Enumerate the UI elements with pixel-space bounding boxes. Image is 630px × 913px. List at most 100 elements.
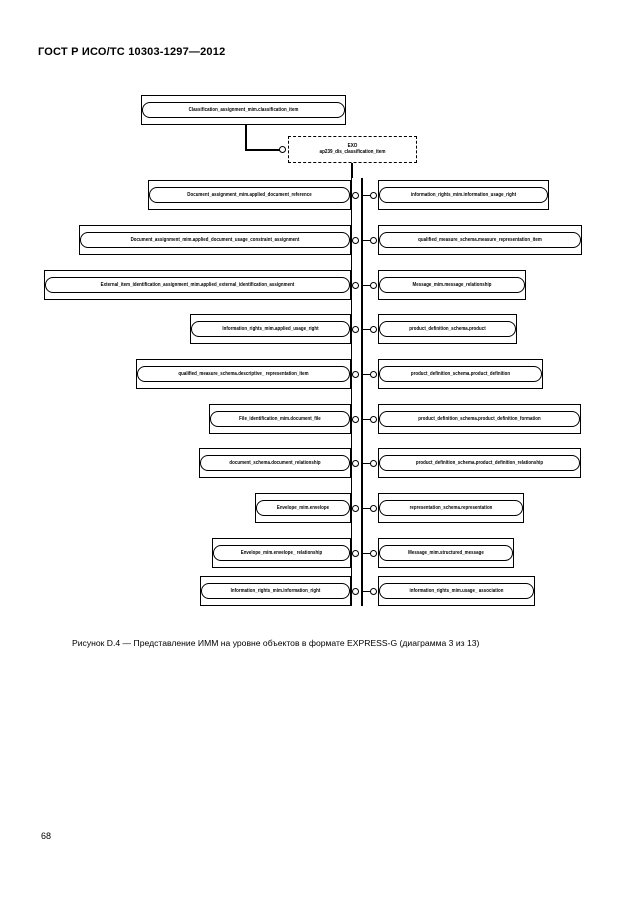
entity-label: External_item_identification_assignment_… (100, 281, 295, 288)
connector-stub-right-7 (361, 507, 371, 509)
connector-circle-left-2 (352, 281, 359, 289)
figure-caption: Рисунок D.4 — Представление ИММ на уровн… (72, 638, 480, 648)
entity-box-left-1[interactable]: Document_assignment_mim.applied_document… (79, 225, 351, 255)
entity-label: representation_schema.representation (409, 504, 493, 511)
entity-box-left-2[interactable]: External_item_identification_assignment_… (44, 270, 351, 300)
entity-pill: qualified_measure_schema.descriptive_ re… (137, 366, 350, 382)
entity-box-left-5[interactable]: File_identification_mim.document_file (209, 404, 351, 434)
connector-circle-left-7 (352, 504, 359, 512)
external-reference-box[interactable]: EXO ap239_dis_classification_item (288, 136, 417, 163)
entity-box-right-8[interactable]: Message_mim.structured_message (378, 538, 514, 568)
entity-pill: product_definition_schema.product_defini… (379, 411, 580, 427)
express-g-diagram: Classification_assignment_mim.classifica… (0, 86, 630, 621)
entity-label: Message_mim.message_relationship (412, 281, 492, 288)
entity-box-left-4[interactable]: qualified_measure_schema.descriptive_ re… (136, 359, 351, 389)
entity-pill: Classification_assignment_mim.classifica… (142, 102, 345, 118)
entity-box-right-9[interactable]: information_rights_mim.usage_ associatio… (378, 576, 535, 606)
connector-circle-left-0 (352, 191, 359, 199)
connector-circle-right-2 (370, 281, 377, 289)
entity-pill: document_schema.document_relationship (200, 455, 350, 471)
connector-circle-right-6 (370, 459, 377, 467)
entity-label: document_schema.document_relationship (229, 459, 321, 466)
entity-pill: Document_assignment_mim.applied_document… (80, 232, 350, 248)
exo-trunk-stub (351, 163, 353, 178)
entity-box-left-9[interactable]: Information_rights_mim.information_right (200, 576, 351, 606)
entity-box-top[interactable]: Classification_assignment_mim.classifica… (141, 95, 346, 125)
entity-box-left-6[interactable]: document_schema.document_relationship (199, 448, 351, 478)
entity-box-right-1[interactable]: qualified_measure_schema.measure_represe… (378, 225, 582, 255)
entity-pill: representation_schema.representation (379, 500, 523, 516)
entity-pill: Information_rights_mim.applied_usage_rig… (191, 321, 350, 337)
connector-circle-right-5 (370, 415, 377, 423)
entity-pill: Envelope_mim.envelope (256, 500, 350, 516)
connector-stub-right-2 (361, 284, 371, 286)
entity-pill: product_definition_schema.product_defini… (379, 366, 542, 382)
connector-circle-left-4 (352, 370, 359, 378)
entity-label: product_definition_schema.product (409, 325, 486, 332)
entity-box-right-6[interactable]: product_definition_schema.product_defini… (378, 448, 581, 478)
entity-label: Classification_assignment_mim.classifica… (188, 106, 299, 113)
entity-pill: information_rights_mim.usage_ associatio… (379, 583, 534, 599)
connector-circle-exo (279, 146, 286, 153)
connector-circle-left-1 (352, 236, 359, 244)
entity-box-left-7[interactable]: Envelope_mim.envelope (255, 493, 351, 523)
connector-circle-left-8 (352, 549, 359, 557)
connector-stub-right-3 (361, 328, 371, 330)
entity-box-left-0[interactable]: Document_assignment_mim.applied_document… (148, 180, 351, 210)
connector-circle-right-4 (370, 370, 377, 378)
entity-box-right-4[interactable]: product_definition_schema.product_defini… (378, 359, 543, 389)
entity-box-right-7[interactable]: representation_schema.representation (378, 493, 524, 523)
entity-label: product_definition_schema.product_defini… (415, 459, 544, 466)
entity-pill: Information_rights_mim.information_right (201, 583, 350, 599)
entity-label: Information_rights_mim.information_right (230, 587, 321, 594)
entity-label: Message_mim.structured_message (408, 549, 484, 556)
connector-circle-right-1 (370, 236, 377, 244)
connector-stub-right-8 (361, 552, 371, 554)
exo-label-entity: ap239_dis_classification_item (319, 148, 386, 155)
entity-label: information_rights_mim.usage_ associatio… (409, 587, 504, 594)
entity-box-right-0[interactable]: information_rights_mim.information_usage… (378, 180, 549, 210)
entity-label: Information_rights_mim.applied_usage_rig… (222, 325, 319, 332)
entity-pill: Envelope_mim.envelope_ relationship (213, 545, 350, 561)
entity-box-right-2[interactable]: Message_mim.message_relationship (378, 270, 526, 300)
entity-label: Document_assignment_mim.applied_document… (187, 191, 312, 198)
entity-box-right-5[interactable]: product_definition_schema.product_defini… (378, 404, 581, 434)
entity-label: qualified_measure_schema.measure_represe… (418, 236, 542, 243)
entity-box-right-3[interactable]: product_definition_schema.product (378, 314, 517, 344)
entity-pill: Message_mim.structured_message (379, 545, 513, 561)
page-header-title: ГОСТ Р ИСО/ТС 10303-1297—2012 (38, 46, 226, 58)
page-number: 68 (41, 831, 52, 841)
entity-label: qualified_measure_schema.descriptive_ re… (178, 370, 309, 377)
entity-label: product_definition_schema.product_defini… (418, 415, 541, 422)
trunk-line-right (361, 178, 363, 606)
connector-stub-right-0 (361, 194, 371, 196)
entity-label: Envelope_mim.envelope_ relationship (240, 549, 323, 556)
connector-circle-right-9 (370, 587, 377, 595)
connector-line-vertical-top (245, 125, 247, 150)
entity-pill: External_item_identification_assignment_… (45, 277, 350, 293)
connector-stub-right-9 (361, 590, 371, 592)
connector-stub-right-5 (361, 418, 371, 420)
exo-label-schema: EXO (347, 142, 358, 149)
entity-pill: Message_mim.message_relationship (379, 277, 525, 293)
entity-label: Document_assignment_mim.applied_document… (130, 236, 300, 243)
entity-label: information_rights_mim.information_usage… (410, 191, 517, 198)
entity-pill: product_definition_schema.product_defini… (379, 455, 580, 471)
connector-circle-left-3 (352, 325, 359, 333)
connector-stub-right-4 (361, 373, 371, 375)
connector-circle-right-8 (370, 549, 377, 557)
connector-circle-right-3 (370, 325, 377, 333)
connector-circle-right-0 (370, 191, 377, 199)
connector-circle-left-6 (352, 459, 359, 467)
entity-pill: information_rights_mim.information_usage… (379, 187, 548, 203)
entity-pill: File_identification_mim.document_file (210, 411, 350, 427)
connector-circle-left-5 (352, 415, 359, 423)
connector-stub-right-1 (361, 239, 371, 241)
connector-circle-right-7 (370, 504, 377, 512)
trunk-line-left (350, 178, 353, 606)
entity-pill: qualified_measure_schema.measure_represe… (379, 232, 581, 248)
entity-box-left-8[interactable]: Envelope_mim.envelope_ relationship (212, 538, 351, 568)
entity-box-left-3[interactable]: Information_rights_mim.applied_usage_rig… (190, 314, 351, 344)
entity-pill: Document_assignment_mim.applied_document… (149, 187, 350, 203)
